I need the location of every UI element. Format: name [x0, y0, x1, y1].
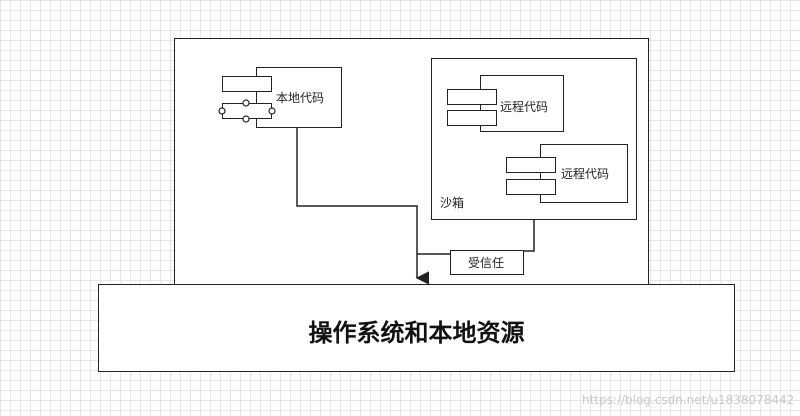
sandbox-label: 沙箱 — [440, 196, 465, 210]
remote-code-label-2: 远程代码 — [561, 167, 610, 181]
remote-code-1-port-top — [447, 89, 497, 105]
remote-code-2-port-bottom — [506, 179, 556, 195]
local-code-port-bottom — [222, 103, 272, 119]
local-code-label: 本地代码 — [276, 91, 325, 105]
trusted-box — [450, 250, 524, 275]
remote-code-1-port-bottom — [447, 110, 497, 126]
os-resources-box — [98, 284, 735, 372]
watermark: https://blog.csdn.net/u1838078442 — [582, 393, 795, 407]
remote-code-2-port-top — [506, 157, 556, 173]
local-code-port-top — [222, 76, 272, 92]
remote-code-label-1: 远程代码 — [500, 100, 549, 114]
os-resources-label: 操作系统和本地资源 — [308, 319, 525, 347]
trusted-label: 受信任 — [468, 256, 505, 270]
